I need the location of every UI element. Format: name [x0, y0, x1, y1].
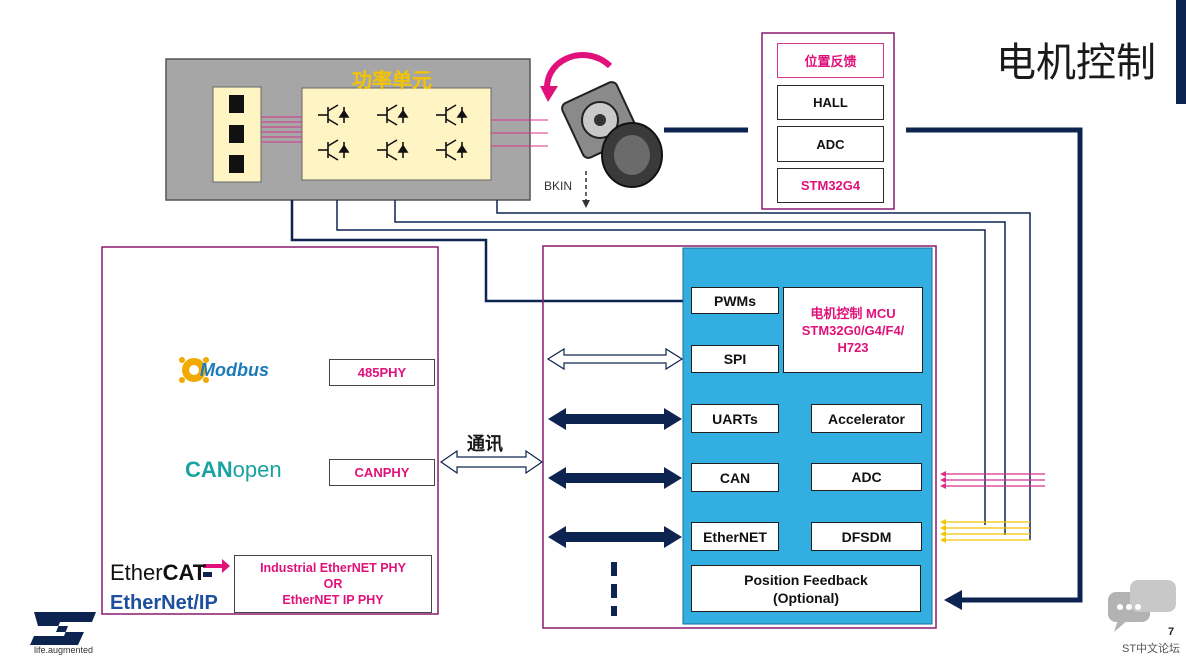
mcu-name-line3: H723 — [837, 339, 869, 355]
dfsdm-block: DFSDM — [811, 522, 922, 551]
ethercat-logo-pre: Ether — [110, 560, 163, 585]
modbus-logo: Modbus — [200, 360, 269, 380]
rs485-phy-box: 485PHY — [329, 359, 435, 386]
igbt-bridge-block — [301, 87, 492, 181]
mcu-name-line2: STM32G0/G4/F4/ — [801, 322, 905, 338]
canopen-logo-bold: CAN — [185, 457, 233, 482]
stm32g4-box: STM32G4 — [777, 168, 884, 203]
chat-bubble-icon — [1108, 580, 1176, 632]
ethernet-phy-line2: OR — [323, 577, 343, 591]
comm-double-arrow — [439, 449, 544, 475]
comms-panel — [101, 246, 439, 615]
spi-double-arrow — [546, 347, 684, 371]
comm-label: 通讯 — [467, 434, 503, 454]
mcu-name-line1: 电机控制 MCU — [810, 305, 896, 321]
st-logo-icon — [30, 612, 96, 645]
uarts-block: UARTs — [691, 404, 779, 433]
accelerator-block: Accelerator — [811, 404, 922, 433]
canopen-logo-rest: open — [232, 457, 282, 482]
ethernet-block: EtherNET — [691, 522, 779, 551]
position-feedback-line2: (Optional) — [772, 589, 840, 606]
ethernet-phy-box: Industrial EtherNET PHY OR EtherNET IP P… — [234, 555, 432, 613]
canopen-logo: CANopen — [185, 457, 282, 483]
title-accent-bar — [1176, 0, 1186, 104]
spi-block: SPI — [691, 345, 779, 373]
ethernet-phy-line3: EtherNET IP PHY — [282, 593, 384, 607]
mcu-adc-block: ADC — [811, 463, 922, 491]
pwms-block: PWMs — [691, 287, 779, 314]
bkin-label: BKIN — [544, 179, 573, 193]
position-feedback-line1: Position Feedback — [744, 571, 868, 588]
page-title: 电机控制 — [996, 40, 1156, 86]
st-tagline: life.augmented — [34, 645, 94, 655]
power-unit-title: 功率单元 — [352, 70, 432, 92]
page-number: 7 — [1168, 626, 1175, 638]
position-feedback-block: Position Feedback (Optional) — [691, 565, 921, 612]
feedback-panel — [761, 32, 895, 210]
hall-sensor-box: HALL — [777, 85, 884, 120]
rotation-arrow-icon — [544, 52, 613, 97]
igbt-icon — [318, 104, 468, 161]
ethercat-logo: EtherCAT — [110, 560, 206, 586]
ethernet-phy-line1: Industrial EtherNET PHY — [260, 561, 406, 575]
motor-icon — [561, 81, 663, 188]
can-phy-box: CANPHY — [329, 459, 435, 486]
mcu-outer-panel — [542, 245, 937, 629]
feedback-adc-box: ADC — [777, 126, 884, 162]
position-feedback-title: 位置反馈 — [777, 43, 884, 78]
mcu-name-block: 电机控制 MCU STM32G0/G4/F4/ H723 — [783, 287, 923, 373]
forum-label: ST中文论坛 — [1122, 643, 1181, 655]
ethercat-logo-bold: CAT — [162, 560, 207, 585]
ethernetip-logo: EtherNet/IP — [110, 592, 218, 614]
modbus-gear-icon — [179, 357, 209, 383]
can-block: CAN — [691, 463, 779, 492]
